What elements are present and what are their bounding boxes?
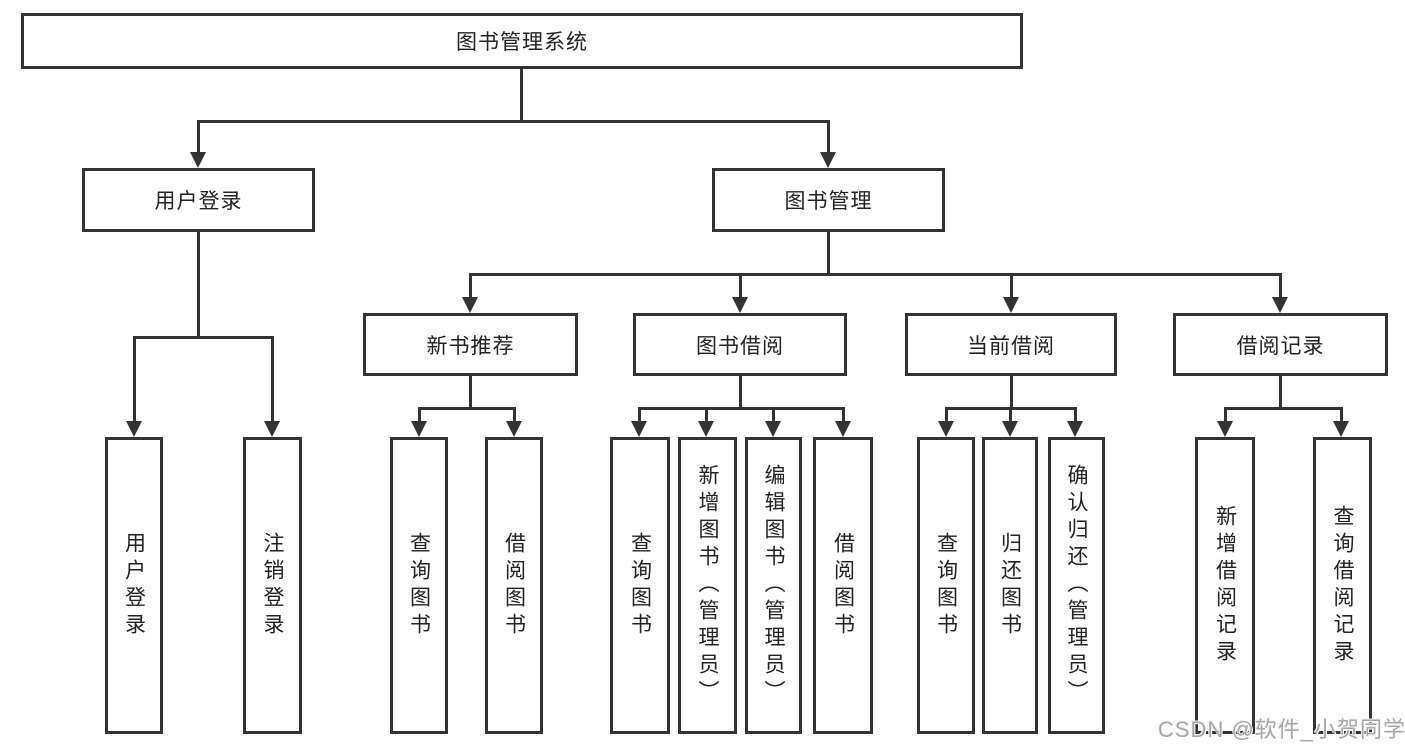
connector-line bbox=[197, 120, 830, 123]
arrow-down-icon bbox=[765, 421, 781, 437]
connector-line bbox=[133, 336, 274, 339]
leaf-add-borrow-record: 新增借阅记录 bbox=[1195, 437, 1255, 734]
connector-line bbox=[1074, 407, 1077, 425]
connector-line bbox=[739, 273, 742, 301]
leaf-query-books-recommend: 查询图书 bbox=[390, 437, 448, 734]
node-current-borrow: 当前借阅 bbox=[905, 313, 1117, 376]
leaf-user-login: 用户登录 bbox=[105, 437, 163, 734]
arrow-down-icon bbox=[411, 421, 427, 437]
connector-line bbox=[271, 336, 274, 424]
leaf-edit-books-admin: 编辑图书（管理员） bbox=[745, 437, 802, 734]
node-book-borrow: 图书借阅 bbox=[633, 313, 847, 376]
arrow-down-icon bbox=[462, 297, 478, 313]
arrow-down-icon bbox=[820, 152, 836, 168]
node-book-management: 图书管理 bbox=[712, 168, 945, 232]
leaf-borrow-books-recommend: 借阅图书 bbox=[485, 437, 543, 734]
connector-line bbox=[1224, 407, 1227, 425]
connector-line bbox=[1010, 273, 1013, 301]
connector-line bbox=[1279, 273, 1282, 301]
node-library-management-system: 图书管理系统 bbox=[21, 13, 1023, 69]
connector-line bbox=[469, 273, 1282, 276]
arrow-down-icon bbox=[1002, 421, 1018, 437]
connector-line bbox=[1010, 376, 1013, 410]
connector-line bbox=[827, 120, 830, 156]
connector-line bbox=[772, 407, 775, 425]
arrow-down-icon bbox=[1003, 297, 1019, 313]
connector-line bbox=[520, 69, 523, 123]
connector-line bbox=[1279, 376, 1282, 410]
arrow-down-icon bbox=[835, 421, 851, 437]
connector-line bbox=[513, 407, 516, 425]
csdn-watermark: CSDN @软件_小贺同学 bbox=[1158, 717, 1405, 742]
connector-line bbox=[418, 407, 421, 425]
arrow-down-icon bbox=[1067, 421, 1083, 437]
connector-line bbox=[1340, 407, 1343, 425]
connector-line bbox=[469, 273, 472, 301]
leaf-query-borrow-record: 查询借阅记录 bbox=[1313, 437, 1372, 734]
arrow-down-icon bbox=[698, 421, 714, 437]
leaf-logout: 注销登录 bbox=[243, 437, 302, 734]
connector-line bbox=[827, 232, 830, 276]
connector-line bbox=[1224, 407, 1343, 410]
connector-line bbox=[133, 336, 136, 424]
arrow-down-icon bbox=[1333, 421, 1349, 437]
arrow-down-icon bbox=[1217, 421, 1233, 437]
leaf-query-books-borrow: 查询图书 bbox=[610, 437, 670, 734]
leaf-borrow-books: 借阅图书 bbox=[813, 437, 873, 734]
arrow-down-icon bbox=[190, 152, 206, 168]
connector-line bbox=[842, 407, 845, 425]
leaf-return-books: 归还图书 bbox=[982, 437, 1038, 734]
connector-line bbox=[739, 376, 742, 410]
arrow-down-icon bbox=[506, 421, 522, 437]
connector-line bbox=[1009, 407, 1012, 425]
connector-line bbox=[418, 407, 515, 410]
connector-line bbox=[638, 407, 641, 425]
connector-line bbox=[638, 407, 845, 410]
connector-line bbox=[197, 232, 200, 339]
connector-line bbox=[705, 407, 708, 425]
connector-line bbox=[197, 120, 200, 156]
arrow-down-icon bbox=[1272, 297, 1288, 313]
leaf-confirm-return-admin: 确认归还（管理员） bbox=[1048, 437, 1105, 734]
connector-line bbox=[945, 407, 948, 425]
arrow-down-icon bbox=[938, 421, 954, 437]
node-new-book-recommend: 新书推荐 bbox=[363, 313, 578, 376]
arrow-down-icon bbox=[732, 297, 748, 313]
arrow-down-icon bbox=[264, 421, 280, 437]
leaf-query-books-current: 查询图书 bbox=[917, 437, 975, 734]
arrow-down-icon bbox=[126, 421, 142, 437]
node-user-login: 用户登录 bbox=[82, 168, 315, 232]
node-borrow-records: 借阅记录 bbox=[1173, 313, 1388, 376]
leaf-add-books-admin: 新增图书（管理员） bbox=[678, 437, 737, 734]
connector-line bbox=[469, 376, 472, 410]
arrow-down-icon bbox=[631, 421, 647, 437]
